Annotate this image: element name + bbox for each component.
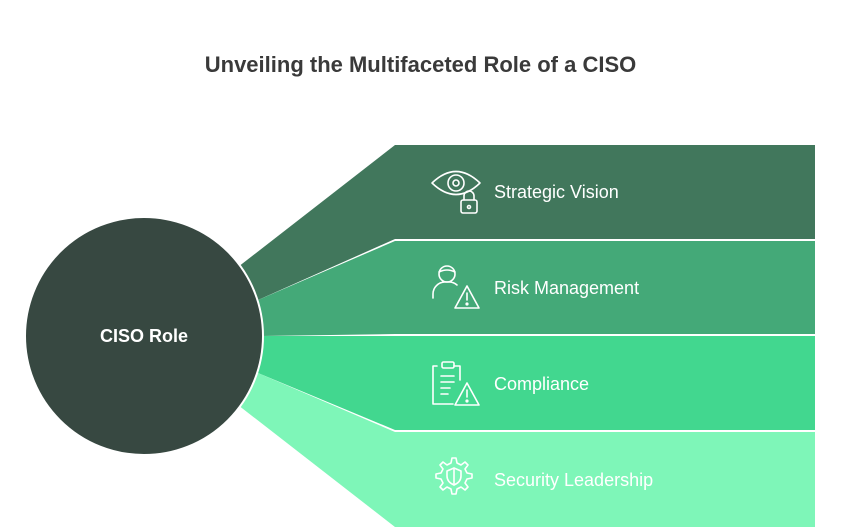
band-security-leadership xyxy=(238,373,815,527)
band-label-risk-management: Risk Management xyxy=(494,278,639,298)
eye-lock-icon xyxy=(431,170,481,214)
person-warning-icon xyxy=(432,265,480,309)
band-strategic-vision xyxy=(238,145,815,300)
band-risk-management xyxy=(258,241,815,336)
band-label-strategic-vision: Strategic Vision xyxy=(494,182,619,202)
gear-shield-icon xyxy=(435,457,473,495)
band-compliance xyxy=(258,336,815,430)
center-label: CISO Role xyxy=(100,326,188,346)
center-circle xyxy=(24,216,264,456)
clipboard-warning-icon xyxy=(432,361,480,406)
diagram-title: Unveiling the Multifaceted Role of a CIS… xyxy=(204,52,637,77)
band-label-compliance: Compliance xyxy=(494,374,589,394)
band-label-security-leadership: Security Leadership xyxy=(494,470,653,490)
